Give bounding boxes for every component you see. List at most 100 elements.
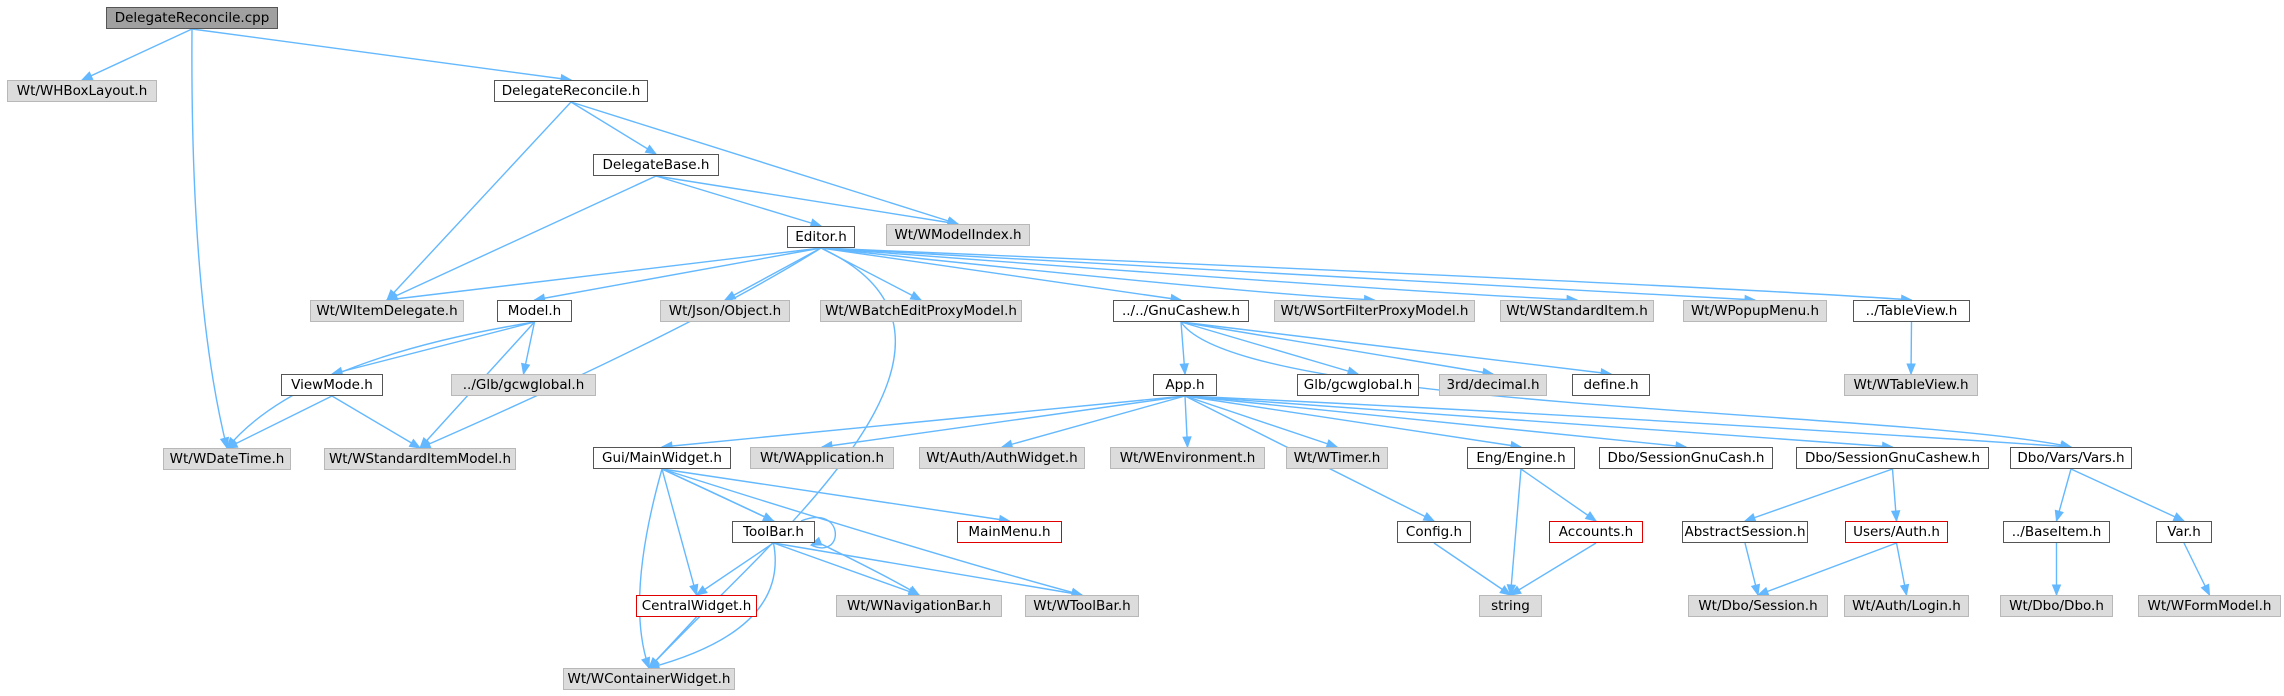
node-mainwidget[interactable]: Gui/MainWidget.h [593, 447, 731, 469]
node-define[interactable]: define.h [1572, 374, 1650, 396]
node-stdmodel[interactable]: Wt/WStandardItemModel.h [324, 448, 516, 470]
edge-arrowhead-root>wdatetime [219, 436, 230, 450]
edge-mainwidget-to-wcontainer [638, 468, 663, 669]
node-engine[interactable]: Eng/Engine.h [1467, 447, 1575, 469]
node-sortfilter[interactable]: Wt/WSortFilterProxyModel.h [1274, 300, 1475, 322]
node-usersauth[interactable]: Users/Auth.h [1845, 521, 1948, 543]
edge-mainwidget-to-centralwidget [661, 468, 698, 596]
edge-arrowhead-sessgnucashew>usersauth [1890, 510, 1901, 523]
edge-editor-to-stditem [820, 247, 1578, 301]
edge-accounts-to-string [1510, 542, 1597, 596]
node-glbgcw[interactable]: ../Glb/gcwglobal.h [451, 374, 596, 396]
node-wdatetime[interactable]: Wt/WDateTime.h [163, 448, 291, 470]
node-toolbar[interactable]: ToolBar.h [732, 521, 815, 543]
edge-apph-to-authwidget [1001, 395, 1186, 448]
edge-arrowhead-accounts>string [1509, 585, 1522, 596]
edge-arrowhead-gnucashew>apph [1179, 363, 1189, 376]
node-accounts[interactable]: Accounts.h [1549, 521, 1643, 543]
node-authwidget[interactable]: Wt/Auth/AuthWidget.h [919, 447, 1085, 469]
edge-apph-to-wapp [821, 395, 1186, 448]
edge-usersauth-to-wdbosession [1757, 542, 1897, 596]
node-gnucashew[interactable]: ../../GnuCashew.h [1113, 300, 1249, 322]
edge-apph-to-wtimer [1184, 395, 1338, 448]
edge-apph-to-engine [1184, 395, 1522, 448]
node-apph[interactable]: App.h [1153, 374, 1217, 396]
edge-editor-to-model [534, 247, 822, 301]
node-wtoolbar[interactable]: Wt/WToolBar.h [1025, 595, 1139, 617]
edge-arrowhead-abssession>wdbosession [1750, 583, 1761, 597]
edge-drh-to-witemdel [386, 101, 572, 301]
edge-config-to-string [1433, 542, 1511, 596]
edge-arrowhead-usersauth>authlogin [1899, 583, 1910, 597]
node-drh[interactable]: DelegateReconcile.h [494, 80, 648, 102]
node-wmodelindex[interactable]: Wt/WModelIndex.h [886, 224, 1030, 246]
edge-toolbar-to-centralwidget [696, 542, 774, 596]
node-authlogin[interactable]: Wt/Auth/Login.h [1844, 595, 1969, 617]
edge-drh-to-wmodelindex [570, 101, 959, 225]
node-centralwidget[interactable]: CentralWidget.h [636, 595, 757, 617]
node-glbgcw2[interactable]: Glb/gcwglobal.h [1297, 374, 1419, 396]
edge-apph-to-sessgnucash [1184, 395, 1687, 448]
edge-gnucashew-to-decimal [1180, 321, 1494, 375]
edge-model-to-viewmode [331, 321, 535, 375]
node-wtimer[interactable]: Wt/WTimer.h [1286, 447, 1388, 469]
node-witemdel[interactable]: Wt/WItemDelegate.h [310, 300, 464, 322]
node-stditem[interactable]: Wt/WStandardItem.h [1500, 300, 1654, 322]
node-whbox[interactable]: Wt/WHBoxLayout.h [7, 80, 157, 102]
edge-arrowhead-viewmode>wdatetime [225, 439, 239, 449]
edge-mainwidget-to-mainmenu [661, 468, 1010, 522]
node-json[interactable]: Wt/Json/Object.h [660, 300, 790, 322]
edge-arrowhead-varh>wformmodel [2200, 583, 2211, 597]
edge-engine-to-accounts [1520, 468, 1597, 522]
edge-arrowhead-root>whbox [80, 71, 94, 81]
edge-arrowhead-mainwidget>wcontainer [641, 656, 650, 670]
edge-apph-to-mainwidget [661, 395, 1186, 448]
node-wapp[interactable]: Wt/WApplication.h [750, 447, 894, 469]
edge-editor-to-sortfilter [820, 247, 1375, 301]
node-dbodbo[interactable]: Wt/Dbo/Dbo.h [2000, 595, 2113, 617]
node-dbase[interactable]: DelegateBase.h [593, 154, 719, 176]
edge-root-to-whbox [81, 28, 193, 81]
edge-toolbar-to-wtoolbar [773, 542, 1083, 596]
node-batch[interactable]: Wt/WBatchEditProxyModel.h [820, 300, 1022, 322]
node-wdbosession[interactable]: Wt/Dbo/Session.h [1688, 595, 1828, 617]
node-popup[interactable]: Wt/WPopupMenu.h [1683, 300, 1827, 322]
node-model[interactable]: Model.h [497, 300, 572, 322]
node-root[interactable]: DelegateReconcile.cpp [106, 7, 278, 29]
edge-arrowhead-toolbar>centralwidget [695, 585, 708, 596]
node-wnavbar[interactable]: Wt/WNavigationBar.h [836, 595, 1002, 617]
node-string[interactable]: string [1479, 595, 1542, 617]
edge-arrowhead-tableview>wtableview [1906, 363, 1916, 376]
edge-arrowhead-viewmode>stdmodel [408, 438, 422, 449]
edge-toolbar-to-wnavbar [773, 542, 920, 596]
node-sessgnucash[interactable]: Dbo/SessionGnuCash.h [1599, 447, 1773, 469]
node-wtableview[interactable]: Wt/WTableView.h [1844, 374, 1978, 396]
node-mainmenu[interactable]: MainMenu.h [957, 521, 1062, 543]
node-editor[interactable]: Editor.h [787, 226, 855, 248]
edge-arrowhead-model>glbgcw [521, 362, 531, 376]
node-wcontainer[interactable]: Wt/WContainerWidget.h [563, 668, 735, 690]
edge-apph-to-vars [1184, 395, 2072, 448]
edge-arrowhead-editor>batch [909, 290, 923, 301]
node-decimal[interactable]: 3rd/decimal.h [1439, 374, 1547, 396]
edge-toolbar-to-toolbar [800, 516, 836, 549]
edge-drh-to-dbase [570, 101, 657, 155]
node-sessgnucashew[interactable]: Dbo/SessionGnuCashew.h [1796, 447, 1989, 469]
node-baseitem[interactable]: ../BaseItem.h [2003, 521, 2110, 543]
edge-dbase-to-editor [655, 175, 822, 227]
node-abssession[interactable]: AbstractSession.h [1682, 521, 1808, 543]
node-varh[interactable]: Var.h [2156, 521, 2212, 543]
node-wformmodel[interactable]: Wt/WFormModel.h [2138, 595, 2281, 617]
edge-viewmode-to-wdatetime [226, 395, 333, 449]
node-config[interactable]: Config.h [1397, 521, 1471, 543]
node-vars[interactable]: Dbo/Vars/Vars.h [2010, 447, 2132, 469]
node-viewmode[interactable]: ViewMode.h [281, 374, 383, 396]
node-tableview[interactable]: ../TableView.h [1853, 300, 1970, 322]
edge-editor-to-popup [820, 247, 1756, 301]
node-wenv[interactable]: Wt/WEnvironment.h [1110, 447, 1265, 469]
edge-model-to-wdatetime [226, 321, 535, 449]
edge-dbase-to-witemdel [386, 175, 657, 301]
edge-apph-to-sessgnucashew [1184, 395, 1893, 448]
